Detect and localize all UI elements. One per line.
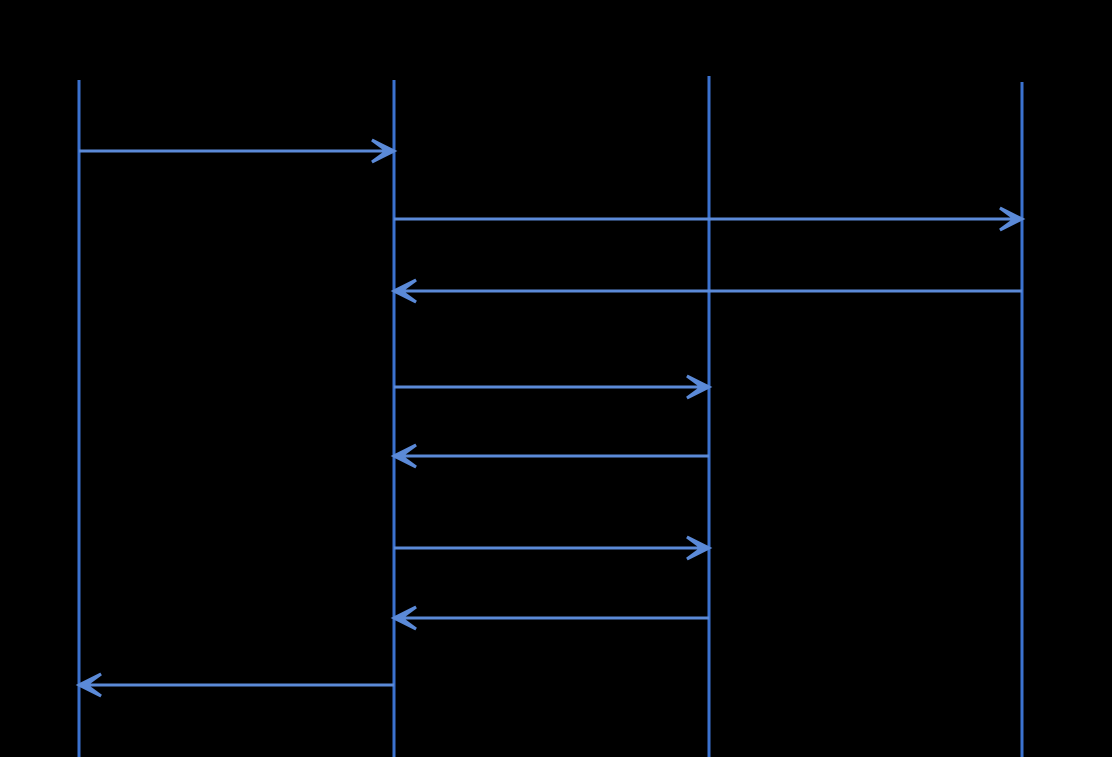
arrow-head-6 — [686, 535, 713, 561]
message-6[interactable] — [394, 535, 713, 561]
lifelines-group — [77, 76, 1024, 757]
arrow-head-5 — [390, 443, 417, 469]
message-1[interactable] — [79, 138, 398, 164]
arrow-head-4 — [686, 374, 713, 400]
message-3[interactable] — [390, 278, 1022, 304]
arrow-head-3 — [390, 278, 417, 304]
message-2[interactable] — [394, 206, 1026, 232]
message-8[interactable] — [75, 672, 394, 698]
message-4[interactable] — [394, 374, 713, 400]
message-5[interactable] — [390, 443, 709, 469]
arrow-head-2 — [999, 206, 1026, 232]
messages-group — [75, 138, 1026, 698]
arrow-head-7 — [390, 605, 417, 631]
arrow-head-8 — [75, 672, 102, 698]
message-7[interactable] — [390, 605, 709, 631]
arrow-head-1 — [371, 138, 398, 164]
